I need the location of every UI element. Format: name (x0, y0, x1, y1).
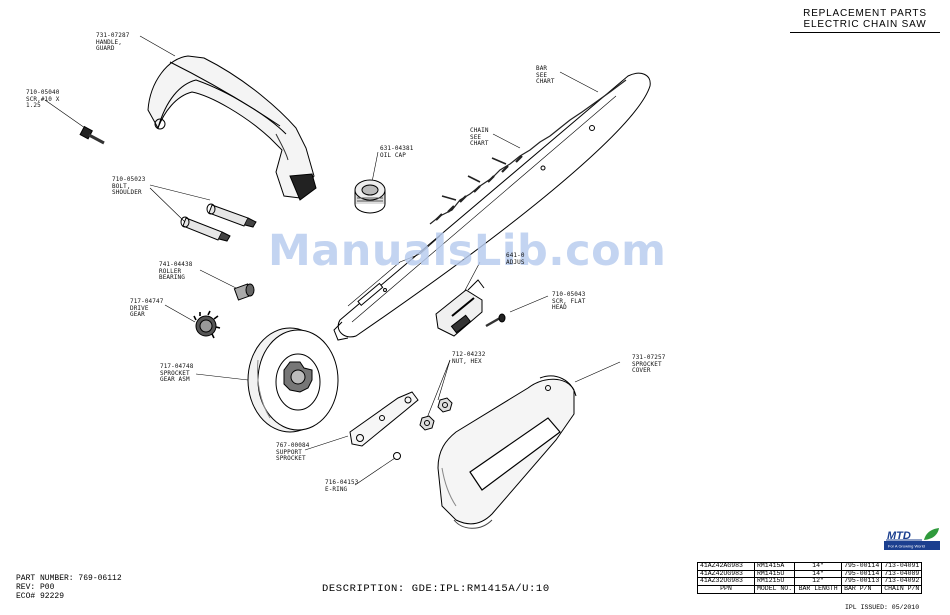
eco-number: ECO# 92229 (16, 592, 65, 601)
callout-line: CHART (536, 78, 555, 86)
callout-line: ADJUS (506, 258, 525, 266)
table-header-cell: BAR P/N (841, 585, 883, 594)
callout-flat-head-screw: 710-05043 SCR, FLAT HEAD (552, 291, 586, 312)
table-header-cell: PPN (697, 585, 755, 594)
e-ring (393, 452, 401, 460)
callout-line: SEE (536, 71, 548, 79)
callout-line: 710-05023 (112, 176, 146, 183)
table-header-cell: CHAIN P/N (881, 585, 923, 594)
guide-bar (333, 72, 651, 341)
callout-screw: 710-05040 SCR,#10 X 1.25 (26, 89, 60, 110)
callout-handle-guard: 731-07287 HANDLE, GUARD (96, 32, 130, 53)
mtd-logo: MTD For A Growing World (884, 528, 940, 550)
callout-line: 712-04232 (452, 351, 486, 358)
callout-line: OIL CAP (380, 151, 406, 159)
callout-line: SPROCKET (632, 360, 662, 368)
callout-bar: BAR SEE CHART (536, 65, 555, 86)
callout-oil-cap: 631-04381 OIL CAP (380, 145, 414, 159)
revision: REV: P00 (16, 583, 55, 592)
callout-line: E-RING (325, 485, 348, 493)
callout-line: CHAIN (470, 127, 489, 134)
footer-part-info: PART NUMBER: 769-06112 REV: P00 ECO# 922… (16, 574, 122, 601)
callout-line: 716-04153 (325, 479, 359, 486)
sprocket-gear-asm (247, 327, 339, 433)
callout-line: SEE (470, 133, 482, 141)
callout-line: SCR, FLAT (552, 297, 586, 305)
support-sprocket (349, 391, 419, 447)
roller-bearing (233, 283, 255, 301)
callout-line: 717-04747 (130, 298, 164, 305)
logo-leaf-icon (924, 528, 939, 540)
callout-line: SPROCKET (160, 369, 190, 377)
logo-text: MTD (887, 530, 911, 542)
callout-line: 710-05040 (26, 89, 60, 96)
title-block: REPLACEMENT PARTS ELECTRIC CHAIN SAW (790, 8, 940, 33)
callout-line: 641-0 (506, 252, 525, 259)
logo-mark (884, 541, 940, 550)
table-header-cell: MODEL NO. (753, 585, 796, 594)
oil-cap (354, 179, 386, 214)
callout-line: 717-04748 (160, 363, 194, 370)
part-number: PART NUMBER: 769-06112 (16, 574, 122, 583)
chain-adjuster (435, 279, 485, 337)
callout-line: 710-05043 (552, 291, 586, 298)
handle-guard (147, 55, 317, 201)
callout-support-sprocket: 767-00084 SUPPORT SPROCKET (276, 442, 310, 463)
saw-chain (429, 79, 627, 225)
callout-line: CHART (470, 140, 489, 148)
callout-line: BAR (536, 65, 548, 72)
callout-line: 631-04381 (380, 145, 414, 152)
callout-sprocket-gear: 717-04748 SPROCKET GEAR ASM (160, 363, 194, 384)
callout-line: 741-04438 (159, 261, 193, 268)
callout-line: HANDLE, (96, 38, 122, 46)
leader-lines (44, 35, 621, 486)
callout-line: HEAD (552, 304, 567, 312)
callout-line: SCR,#10 X (26, 95, 60, 103)
flat-head-screw (485, 313, 506, 328)
callout-line: 731-07287 (96, 32, 130, 39)
callout-line: GUARD (96, 45, 115, 53)
callout-hex-nut: 712-04232 NUT, HEX (452, 351, 486, 365)
callout-line: NUT, HEX (452, 357, 482, 365)
logo-tagline: For A Growing World (888, 544, 925, 549)
callout-line: DRIVE (130, 304, 149, 312)
title-rule (790, 32, 940, 33)
callout-line: SUPPORT (276, 448, 302, 456)
callout-line: SHOULDER (112, 189, 142, 197)
callout-line: SPROCKET (276, 455, 306, 463)
parts-table: 41AZ42AG983 RM1415A 14" 795-00114 713-04… (697, 562, 923, 594)
table-header-cell: BAR LENGTH (794, 585, 843, 594)
sprocket-cover (437, 375, 577, 529)
callout-line: 731-07257 (632, 354, 666, 361)
callout-line: 767-00084 (276, 442, 310, 449)
callout-drive-gear: 717-04747 DRIVE GEAR (130, 298, 164, 319)
callout-line: 1.25 (26, 102, 41, 110)
callout-line: BEARING (159, 274, 185, 282)
callout-adjuster: 641-0 ADJUS (506, 252, 525, 266)
callout-line: GEAR ASM (160, 376, 190, 384)
title-line-2: ELECTRIC CHAIN SAW (803, 19, 927, 30)
callout-line: BOLT, (112, 182, 131, 190)
callout-roller-bearing: 741-04438 ROLLER BEARING (159, 261, 193, 282)
title-line-1: REPLACEMENT PARTS (803, 8, 927, 19)
ipl-issued: IPL ISSUED: 05/2010 (845, 604, 920, 611)
description: DESCRIPTION: GDE:IPL:RM1415A/U:10 (322, 583, 550, 595)
table-header-row: PPN MODEL NO. BAR LENGTH BAR P/N CHAIN P… (697, 585, 923, 594)
watermark: ManualsLib.com (268, 226, 667, 276)
callout-line: COVER (632, 367, 651, 375)
screw (79, 125, 105, 145)
callout-line: ROLLER (159, 267, 182, 275)
callout-line: GEAR (130, 311, 145, 319)
callout-e-ring: 716-04153 E-RING (325, 479, 359, 493)
callout-sprocket-cover: 731-07257 SPROCKET COVER (632, 354, 666, 375)
shoulder-bolts (180, 203, 257, 242)
callout-shoulder-bolt: 710-05023 BOLT, SHOULDER (112, 176, 146, 197)
hex-nuts (419, 397, 453, 431)
drive-gear (193, 310, 221, 339)
callout-chain: CHAIN SEE CHART (470, 127, 489, 148)
